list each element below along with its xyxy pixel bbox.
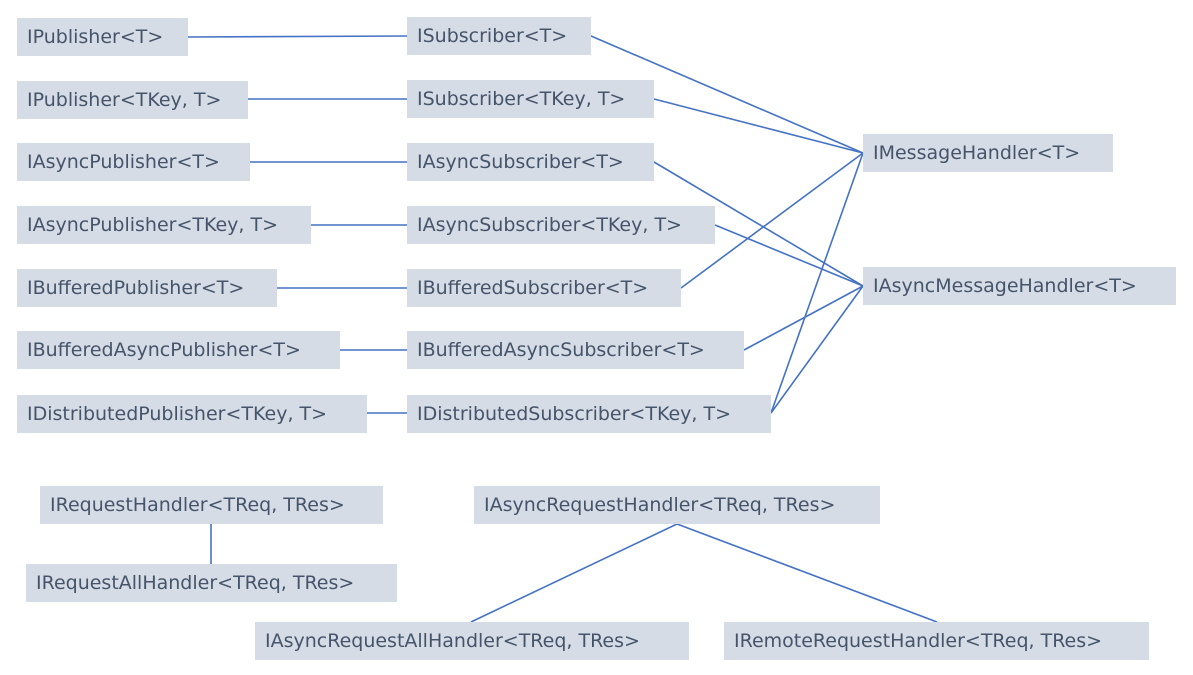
node-buffered-async-publisher: IBufferedAsyncPublisher<T> bbox=[17, 331, 340, 369]
node-subscriber-keyed: ISubscriber<TKey, T> bbox=[407, 80, 654, 118]
node-publisher: IPublisher<T> bbox=[17, 18, 188, 56]
node-remote-request-handler: IRemoteRequestHandler<TReq, TRes> bbox=[724, 622, 1149, 660]
edge-subscriber-keyed-message-handler bbox=[653, 98, 864, 154]
node-async-subscriber: IAsyncSubscriber<T> bbox=[407, 143, 654, 181]
node-async-message-handler: IAsyncMessageHandler<T> bbox=[863, 267, 1176, 305]
node-buffered-async-subscriber: IBufferedAsyncSubscriber<T> bbox=[407, 331, 744, 369]
edge-async-request-handler-remote-request-handler bbox=[676, 523, 938, 623]
edge-async-subscriber-keyed-async-message-handler bbox=[714, 224, 864, 287]
node-async-request-handler: IAsyncRequestHandler<TReq, TRes> bbox=[474, 486, 880, 524]
node-distributed-publisher: IDistributedPublisher<TKey, T> bbox=[17, 395, 367, 433]
node-publisher-keyed: IPublisher<TKey, T> bbox=[17, 81, 248, 119]
node-buffered-publisher: IBufferedPublisher<T> bbox=[17, 269, 277, 307]
node-request-all-handler: IRequestAllHandler<TReq, TRes> bbox=[26, 564, 397, 602]
edge-buffered-async-subscriber-async-message-handler bbox=[743, 285, 864, 351]
node-buffered-subscriber: IBufferedSubscriber<T> bbox=[407, 269, 681, 307]
node-distributed-subscriber: IDistributedSubscriber<TKey, T> bbox=[407, 395, 771, 433]
node-subscriber: ISubscriber<T> bbox=[407, 17, 591, 55]
node-async-publisher-keyed: IAsyncPublisher<TKey, T> bbox=[17, 206, 311, 244]
node-async-request-all-handler: IAsyncRequestAllHandler<TReq, TRes> bbox=[255, 622, 689, 660]
node-async-publisher: IAsyncPublisher<T> bbox=[17, 143, 250, 181]
node-async-subscriber-keyed: IAsyncSubscriber<TKey, T> bbox=[407, 206, 715, 244]
node-message-handler: IMessageHandler<T> bbox=[863, 134, 1113, 172]
edge-async-request-handler-async-request-all-handler bbox=[470, 523, 678, 623]
node-request-handler: IRequestHandler<TReq, TRes> bbox=[40, 486, 383, 524]
edge-publisher-subscriber bbox=[187, 35, 408, 38]
edge-distributed-subscriber-async-message-handler bbox=[770, 285, 864, 414]
edge-distributed-subscriber-message-handler bbox=[770, 152, 864, 414]
